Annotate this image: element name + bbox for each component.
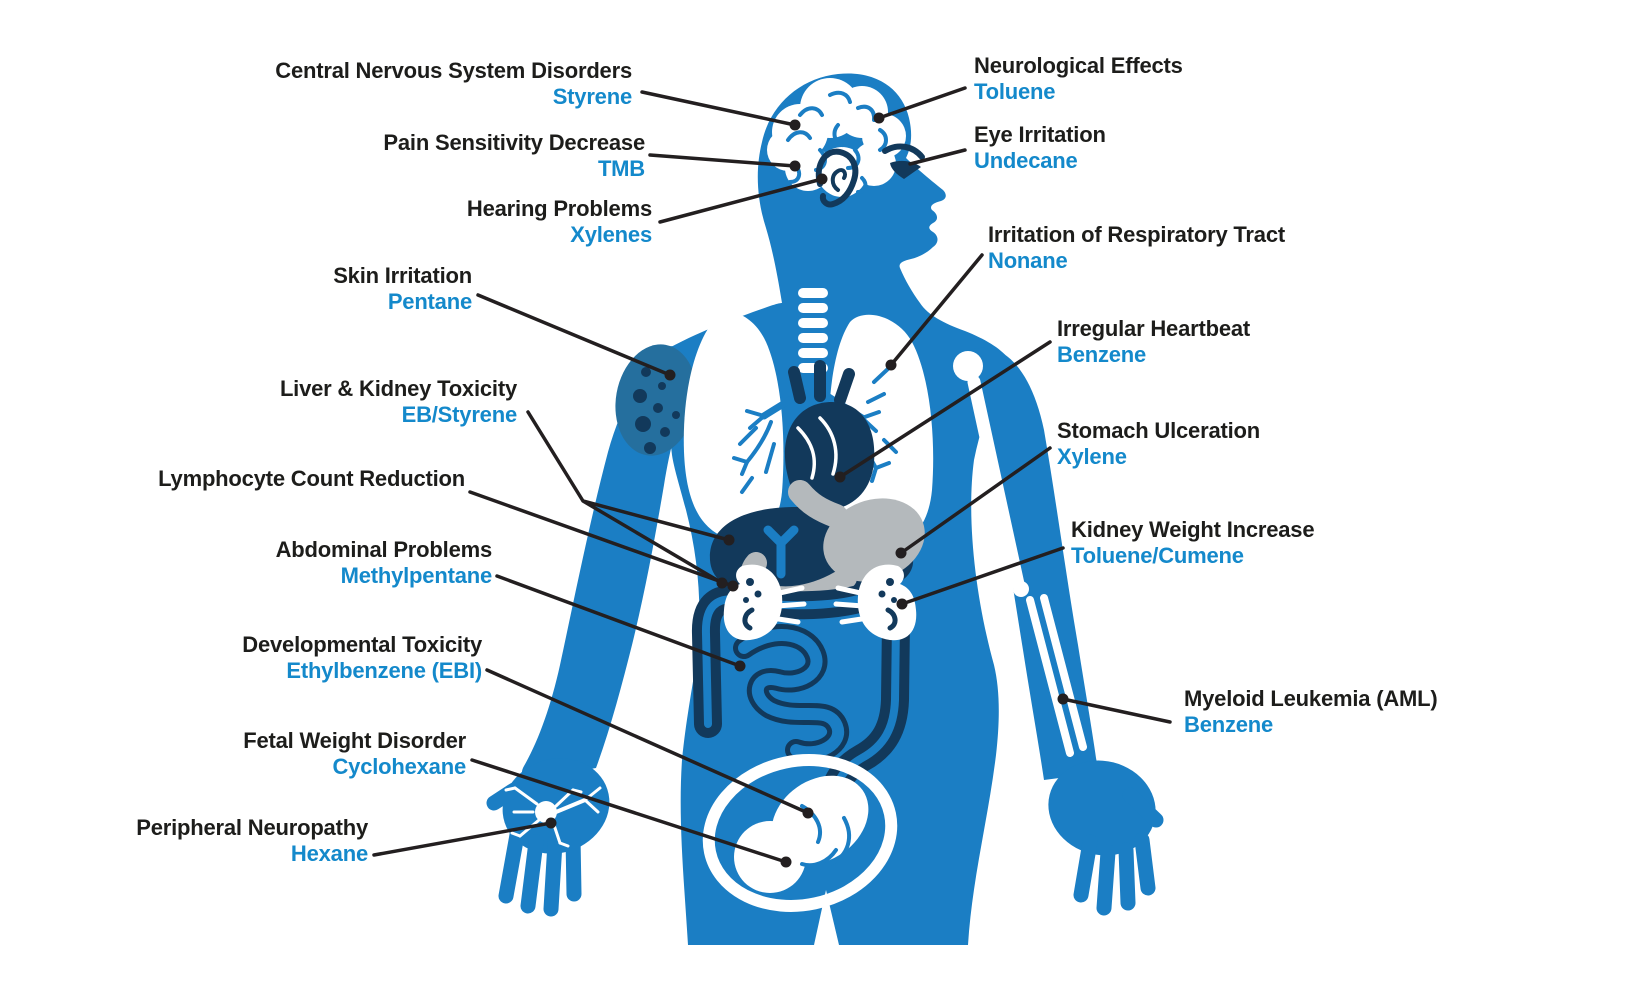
label-title: Irregular Heartbeat bbox=[1057, 316, 1251, 341]
label-chemical: Methylpentane bbox=[340, 563, 493, 588]
label-title: Peripheral Neuropathy bbox=[136, 815, 368, 840]
connector-fetal bbox=[470, 758, 788, 864]
label-title: Neurological Effects bbox=[974, 53, 1183, 78]
label-title: Abdominal Problems bbox=[275, 537, 493, 562]
connector-kidney-weight bbox=[900, 546, 1065, 606]
connector-eye bbox=[908, 148, 967, 166]
connector-lines bbox=[372, 86, 1172, 868]
label-title: Irritation of Respiratory Tract bbox=[988, 222, 1285, 247]
connector-respiratory bbox=[889, 253, 984, 367]
label-chemical: Hexane bbox=[290, 841, 368, 866]
label-title: Developmental Toxicity bbox=[242, 632, 482, 657]
label-chemical: Xylene bbox=[1057, 444, 1127, 469]
label-chemical: Ethylbenzene (EBI) bbox=[286, 658, 482, 683]
label-chemical: Toluene/Cumene bbox=[1071, 543, 1244, 568]
label-chemical: Toluene bbox=[974, 79, 1056, 104]
label-eye-irritation: Eye Irritation Undecane bbox=[974, 122, 1106, 174]
connector-neurological bbox=[877, 86, 967, 120]
label-chemical: TMB bbox=[597, 156, 645, 181]
label-myeloid-leukemia: Myeloid Leukemia (AML) Benzene bbox=[1184, 686, 1438, 738]
label-chemical: Styrene bbox=[552, 84, 633, 109]
leg-gap bbox=[814, 890, 839, 945]
label-hearing-problems: Hearing Problems Xylenes bbox=[467, 196, 652, 248]
label-title: Myeloid Leukemia (AML) bbox=[1184, 686, 1438, 711]
label-title: Lymphocyte Count Reduction bbox=[158, 466, 465, 491]
label-skin-irritation: Skin Irritation Pentane bbox=[333, 263, 472, 315]
label-chemical: Benzene bbox=[1057, 342, 1147, 367]
label-title: Liver & Kidney Toxicity bbox=[279, 376, 517, 401]
label-chemical: Pentane bbox=[387, 289, 472, 314]
label-abdominal-problems: Abdominal Problems Methylpentane bbox=[275, 537, 493, 589]
label-chemical: Nonane bbox=[988, 248, 1068, 273]
label-title: Kidney Weight Increase bbox=[1071, 517, 1315, 542]
label-lymphocyte-count-reduction: Lymphocyte Count Reduction bbox=[158, 466, 465, 492]
label-stomach-ulceration: Stomach Ulceration Xylene bbox=[1057, 418, 1260, 470]
connector-pain bbox=[648, 153, 797, 168]
right-hand bbox=[1048, 760, 1164, 916]
connector-lymphocyte bbox=[468, 490, 735, 588]
connector-heartbeat bbox=[838, 340, 1052, 479]
label-kidney-weight-increase: Kidney Weight Increase Toluene/Cumene bbox=[1071, 517, 1315, 569]
fetus-icon bbox=[702, 754, 898, 912]
label-liver-kidney-toxicity: Liver & Kidney Toxicity EB/Styrene bbox=[280, 376, 517, 428]
connector-cns bbox=[640, 90, 797, 127]
label-title: Stomach Ulceration bbox=[1057, 418, 1261, 443]
label-title: Pain Sensitivity Decrease bbox=[383, 130, 645, 155]
label-peripheral-neuropathy: Peripheral Neuropathy Hexane bbox=[136, 815, 368, 867]
connector-dots bbox=[545, 112, 1069, 868]
label-chemical: Benzene bbox=[1184, 712, 1274, 737]
connector-stomach bbox=[899, 446, 1052, 555]
skin-patch-icon bbox=[615, 344, 697, 456]
connector-peripheral bbox=[372, 821, 553, 857]
trachea-icon bbox=[798, 288, 828, 373]
label-chemical: EB/Styrene bbox=[401, 402, 518, 427]
label-fetal-weight-disorder: Fetal Weight Disorder Cyclohexane bbox=[243, 728, 466, 780]
arm-bones-icon bbox=[953, 351, 1087, 757]
label-chemical: Xylenes bbox=[570, 222, 652, 247]
connector-hearing bbox=[658, 177, 824, 224]
eye-icon bbox=[882, 143, 925, 179]
kidneys-icon bbox=[723, 564, 917, 641]
label-chemical: Cyclohexane bbox=[332, 754, 466, 779]
label-title: Central Nervous System Disorders bbox=[275, 58, 632, 83]
label-title: Skin Irritation bbox=[333, 263, 472, 288]
connector-liver-kidney bbox=[526, 410, 731, 585]
label-developmental-toxicity: Developmental Toxicity Ethylbenzene (EBI… bbox=[242, 632, 482, 684]
label-title: Eye Irritation bbox=[974, 122, 1106, 147]
label-irritation-of-respiratory-tract: Irritation of Respiratory Tract Nonane bbox=[988, 222, 1285, 274]
label-neurological-effects: Neurological Effects Toluene bbox=[974, 53, 1183, 105]
label-title: Hearing Problems bbox=[466, 196, 652, 221]
connector-myeloid bbox=[1061, 697, 1172, 724]
label-title: Fetal Weight Disorder bbox=[243, 728, 466, 753]
ear-icon bbox=[815, 148, 859, 208]
connector-developmental bbox=[485, 668, 810, 815]
connector-abdominal bbox=[495, 574, 742, 668]
label-central-nervous-system-disorders: Central Nervous System Disorders Styrene bbox=[275, 58, 632, 110]
label-irregular-heartbeat: Irregular Heartbeat Benzene bbox=[1057, 316, 1250, 368]
label-pain-sensitivity-decrease: Pain Sensitivity Decrease TMB bbox=[383, 130, 645, 182]
connector-skin bbox=[476, 293, 672, 377]
label-chemical: Undecane bbox=[974, 148, 1078, 173]
